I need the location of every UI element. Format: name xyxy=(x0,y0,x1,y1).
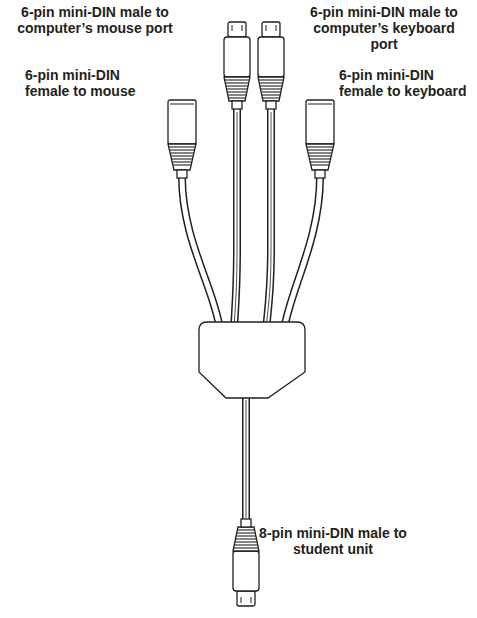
connector-label: 6-pin mini-DIN female to keyboard xyxy=(339,67,474,99)
mouse-jack xyxy=(168,100,196,178)
connector-label: 6-pin mini-DIN male to computer’s mouse … xyxy=(15,4,175,36)
student-unit-plug xyxy=(233,519,259,606)
mouse-port-plug xyxy=(224,22,250,109)
keyboard-jack xyxy=(306,100,334,178)
connector-label: 8-pin mini-DIN male to student unit xyxy=(258,525,408,557)
connector-label: 6-pin mini-DIN male to computer’s keyboa… xyxy=(303,4,465,52)
keyboard-port-plug xyxy=(258,22,284,109)
connector-label: 6-pin mini-DIN female to mouse xyxy=(25,67,165,99)
splice-housing xyxy=(199,322,305,398)
